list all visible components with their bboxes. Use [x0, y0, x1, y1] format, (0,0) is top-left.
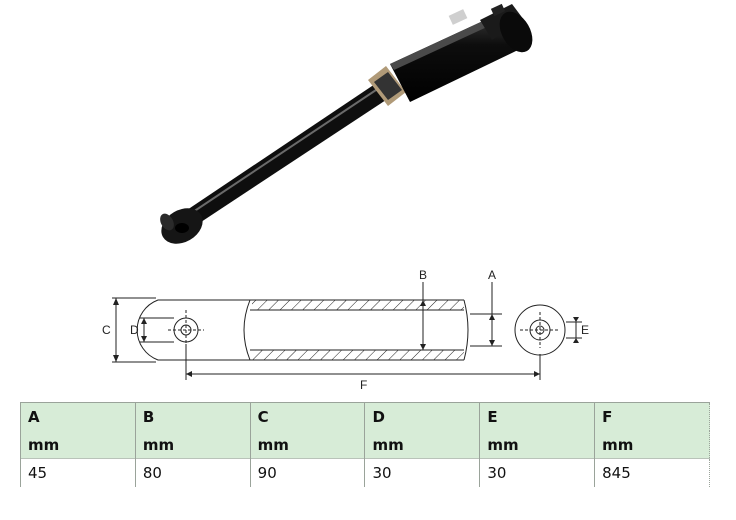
- dimensions-table: A B C D E F mm mm mm mm mm mm 45 80 90 3…: [20, 402, 710, 487]
- dimension-drawing: C D B A E F: [102, 268, 589, 392]
- dim-label-f: F: [360, 378, 367, 392]
- column-unit-c: mm: [249, 431, 365, 459]
- column-unit-a: mm: [20, 431, 136, 459]
- cell-value-c: 90: [249, 458, 365, 487]
- dim-label-e: E: [581, 323, 589, 337]
- column-header-e: E: [479, 402, 595, 431]
- dim-label-d: D: [130, 323, 139, 337]
- cell-value-f: 845: [594, 458, 710, 487]
- column-unit-b: mm: [134, 431, 251, 459]
- column-unit-f: mm: [594, 431, 710, 459]
- column-header-f: F: [594, 402, 710, 431]
- column-unit-d: mm: [364, 431, 480, 459]
- dim-label-c: C: [102, 323, 111, 337]
- column-header-d: D: [364, 402, 480, 431]
- column-header-b: B: [134, 402, 251, 431]
- column-header-a: A: [20, 402, 136, 431]
- cylinder-photo: [160, 3, 533, 244]
- table-header-row: A B C D E F: [20, 402, 710, 431]
- table-row: 45 80 90 30 30 845: [20, 458, 710, 487]
- table-unit-row: mm mm mm mm mm mm: [20, 431, 710, 459]
- cell-value-d: 30: [364, 458, 480, 487]
- dim-label-b: B: [419, 268, 427, 282]
- cell-value-e: 30: [479, 458, 595, 487]
- dim-label-a: A: [488, 268, 496, 282]
- cell-value-b: 80: [134, 458, 251, 487]
- cell-value-a: 45: [20, 458, 136, 487]
- column-unit-e: mm: [479, 431, 595, 459]
- column-header-c: C: [249, 402, 365, 431]
